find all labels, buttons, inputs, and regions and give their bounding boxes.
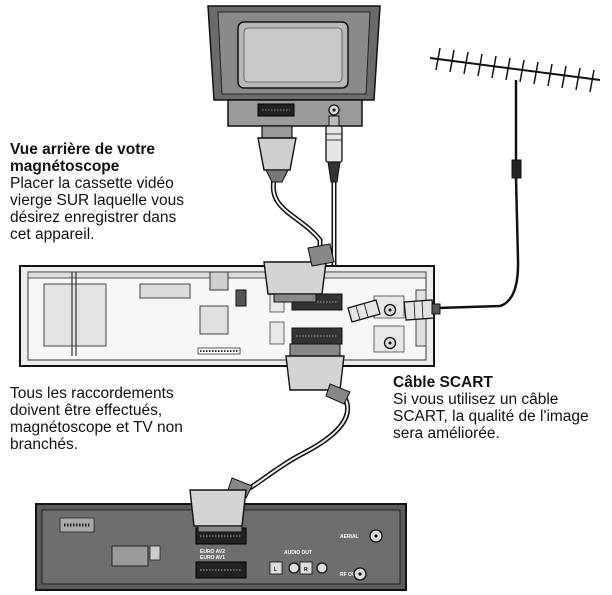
aerial-label: AERIAL [340,534,359,540]
euro-av1-label: EURO AV1 [200,555,225,561]
scart-cable-note: Câble SCART Si vous utilisez un câble SC… [393,374,611,442]
scart-plug-second-vcr [189,477,253,533]
rear-view-body-line: désirez enregistrer dans [10,209,177,226]
aerial-plug-vcr-in [347,299,381,323]
rear-view-body-line: cet appareil. [10,226,95,243]
tv-scart-socket [257,103,295,117]
rear-view-body-line: Placer la cassette vidéo [10,175,174,192]
rf-out-label: RF OUT [340,572,359,578]
aerial-plug-tv [325,115,343,183]
audio-out-label: AUDIO OUT [284,550,312,556]
rear-view-body-line: vierge SUR laquelle vous [10,192,185,209]
audio-r-label: R [304,567,308,573]
rear-view-title-line2: magnétoscope [10,158,120,175]
aerial-plug-antenna [403,299,441,321]
television [207,5,381,127]
scart-plug-vcr-av1 [285,343,351,405]
second-vcr: EURO AV2 EURO AV1 AUDIO OUT L R AERIAL R… [35,503,407,591]
connection-note-line: branchés. [10,436,79,453]
scart-cable-line: SCART, la qualité de l'image [393,408,589,425]
scart-cable-line: Si vous utilisez un câble [393,391,559,408]
euro-av2-label: EURO AV2 [200,549,225,555]
audio-out-r-socket [316,562,328,574]
scart-plug-tv [257,125,297,183]
audio-out-l-socket [288,562,300,574]
rear-view-title-line1: Vue arrière de votre [10,141,156,158]
scart-plug-vcr-av2 [263,243,335,303]
scart-cable-title: Câble SCART [393,374,493,391]
scart-cable-line: sera améliorée. [393,425,500,442]
connection-note-line: Tous les raccordements [10,385,174,402]
connection-note: Tous les raccordements doivent être effe… [10,385,260,453]
aerial-antenna [429,47,601,310]
connection-note-line: doivent être effectués, [10,402,163,419]
vcr-rear-panel [19,265,435,367]
connection-note-line: magnétoscope et TV non [10,419,183,436]
audio-l-label: L [274,567,277,573]
rear-view-note: Vue arrière de votre magnétoscope Placer… [10,141,235,243]
